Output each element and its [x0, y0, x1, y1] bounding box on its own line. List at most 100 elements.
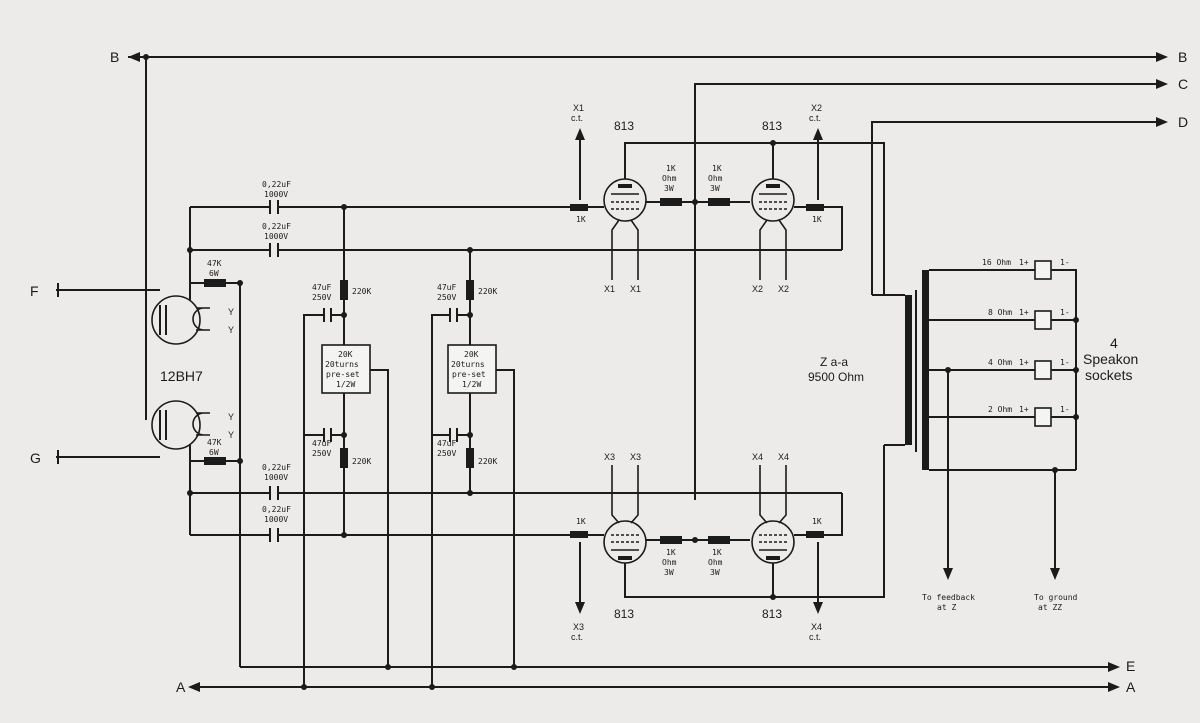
- input-f-label: F: [30, 283, 39, 299]
- output-transformer: Z a-a 9500 Ohm: [808, 270, 929, 470]
- tube-bottom-left-ct-label: c.t.: [571, 632, 583, 642]
- driver-res-bot-watt: 6W: [209, 448, 219, 457]
- tube-bottom-left-x3-label: X3: [573, 622, 584, 632]
- bias-left-res-top: 220K: [352, 287, 371, 296]
- tap-2-ohm-label: 2 Ohm: [988, 405, 1012, 414]
- tube-top-right-x2-label: X2: [811, 103, 822, 113]
- tap-16-ohm-label: 16 Ohm: [982, 258, 1011, 267]
- rail-d-label: D: [1178, 114, 1188, 130]
- input-g: G: [30, 450, 160, 466]
- rail-e-label: E: [1126, 658, 1135, 674]
- cap4-voltage: 1000V: [264, 515, 288, 524]
- tube-top-right-ct-label: c.t.: [809, 113, 821, 123]
- tube-813-top-right: 813 1K X2 X2 X2 c.t.: [751, 103, 843, 294]
- tube-bottom-right-fil-2: X4: [778, 452, 789, 462]
- feedback-line-1: To feedback: [922, 593, 975, 602]
- tube-top-right-fil-1: X2: [752, 284, 763, 294]
- tap-4-ohm-label: 4 Ohm: [988, 358, 1012, 367]
- cap1-value: 0,22uF: [262, 180, 291, 189]
- rail-b: B B: [110, 49, 1187, 65]
- cap2-value: 0,22uF: [262, 222, 291, 231]
- bias-left-res-bot: 220K: [352, 457, 371, 466]
- driver-tube-label: 12BH7: [160, 368, 203, 384]
- screen-res-2-value: 1K: [712, 164, 722, 173]
- tube-top-left-x1-label: X1: [573, 103, 584, 113]
- pot-left-watt: 1/2W: [336, 380, 355, 389]
- bias-right-cap-top-value: 47uF: [437, 283, 456, 292]
- minus-2: 1-: [1060, 405, 1070, 414]
- pot-right-turns: 20turns: [451, 360, 485, 369]
- pot-right-value: 20K: [464, 350, 479, 359]
- tube-bottom-right-grid-res: 1K: [812, 517, 822, 526]
- pot-left-value: 20K: [338, 350, 353, 359]
- tube-top-right-grid-res: 1K: [812, 215, 822, 224]
- transformer-ohm-label: 9500 Ohm: [808, 370, 864, 384]
- driver-tube-top: [151, 295, 201, 345]
- bias-left-cap-top-volt: 250V: [312, 293, 331, 302]
- rail-c: C: [694, 76, 1188, 500]
- bias-left-cap-bot-value: 47uF: [312, 439, 331, 448]
- speaker-outputs: 16 Ohm 8 Ohm 4 Ohm 2 Ohm 1+ 1+ 1+ 1+ 1- …: [922, 258, 1138, 612]
- tube-813-bottom-left: 813 1K X3 X3 X3 c.t. 1K Ohm 3W 1K Ohm 3W: [570, 445, 885, 642]
- feedback-line-2: at Z: [937, 603, 956, 612]
- pot-left-turns: 20turns: [325, 360, 359, 369]
- rail-a-right-label: A: [1126, 679, 1136, 695]
- minus-8: 1-: [1060, 308, 1070, 317]
- screen-res-3-value: 1K: [666, 548, 676, 557]
- screen-res-2-watt: 3W: [710, 184, 720, 193]
- bias-right-cap-bot-volt: 250V: [437, 449, 456, 458]
- minus-4: 1-: [1060, 358, 1070, 367]
- speakon-16-ohm: [1034, 260, 1052, 280]
- tube-bottom-right-fil-1: X4: [752, 452, 763, 462]
- heater-y-4: Y: [228, 430, 234, 440]
- tube-bottom-left-grid-res: 1K: [576, 517, 586, 526]
- plus-8: 1+: [1019, 308, 1029, 317]
- screen-res-4-value: 1K: [712, 548, 722, 557]
- rail-c-label: C: [1178, 76, 1188, 92]
- ground-line-2: at ZZ: [1038, 603, 1062, 612]
- plus-16: 1+: [1019, 258, 1029, 267]
- tube-top-left-grid-res: 1K: [576, 215, 586, 224]
- tap-8-ohm-label: 8 Ohm: [988, 308, 1012, 317]
- tube-top-left-type: 813: [614, 119, 634, 133]
- cap2-voltage: 1000V: [264, 232, 288, 241]
- bias-left-cap-top-value: 47uF: [312, 283, 331, 292]
- speakon-sockets: sockets: [1085, 367, 1132, 383]
- tube-top-right-type: 813: [762, 119, 782, 133]
- speakon-8-ohm: [1034, 310, 1052, 330]
- bias-left-cap-bot-volt: 250V: [312, 449, 331, 458]
- heater-y-2: Y: [228, 325, 234, 335]
- bias-network-left: 220K 47uF 250V 20K 20turns pre-set 1/2W …: [301, 204, 391, 690]
- driver-res-top-watt: 6W: [209, 269, 219, 278]
- rail-b-left-label: B: [110, 49, 119, 65]
- driver-stage: Y Y Y Y 12BH7 47K 6W 47K 6W: [145, 57, 243, 667]
- screen-res-1-watt: 3W: [664, 184, 674, 193]
- speakon-word: Speakon: [1083, 351, 1138, 367]
- tube-bottom-left-type: 813: [614, 607, 634, 621]
- coupling-caps: 0,22uF 1000V 0,22uF 1000V 0,22uF 1000V 0…: [190, 180, 842, 542]
- heater-y-1: Y: [228, 307, 234, 317]
- screen-res-4-unit: Ohm: [708, 558, 723, 567]
- tube-top-right-fil-2: X2: [778, 284, 789, 294]
- transformer-z-label: Z a-a: [820, 355, 848, 369]
- tube-bottom-left-fil-1: X3: [604, 452, 615, 462]
- speakon-count: 4: [1110, 335, 1118, 351]
- screen-res-4-watt: 3W: [710, 568, 720, 577]
- tube-top-left-fil-2: X1: [630, 284, 641, 294]
- bias-right-cap-bot-value: 47uF: [437, 439, 456, 448]
- tube-813-bottom-right: 813 1K X4 X4 X4 c.t.: [751, 452, 843, 642]
- screen-res-1-value: 1K: [666, 164, 676, 173]
- speakon-4-ohm: [1034, 360, 1052, 380]
- cap1-voltage: 1000V: [264, 190, 288, 199]
- bias-right-cap-top-volt: 250V: [437, 293, 456, 302]
- rail-b-right-label: B: [1178, 49, 1187, 65]
- screen-res-3-unit: Ohm: [662, 558, 677, 567]
- input-f: F: [30, 283, 160, 299]
- driver-res-bot-value: 47K: [207, 438, 222, 447]
- bias-network-right: 220K 47uF 250V 20K 20turns pre-set 1/2W …: [429, 247, 517, 690]
- cap3-voltage: 1000V: [264, 473, 288, 482]
- driver-res-top-value: 47K: [207, 259, 222, 268]
- cap3-value: 0,22uF: [262, 463, 291, 472]
- rail-e: E: [240, 658, 1135, 674]
